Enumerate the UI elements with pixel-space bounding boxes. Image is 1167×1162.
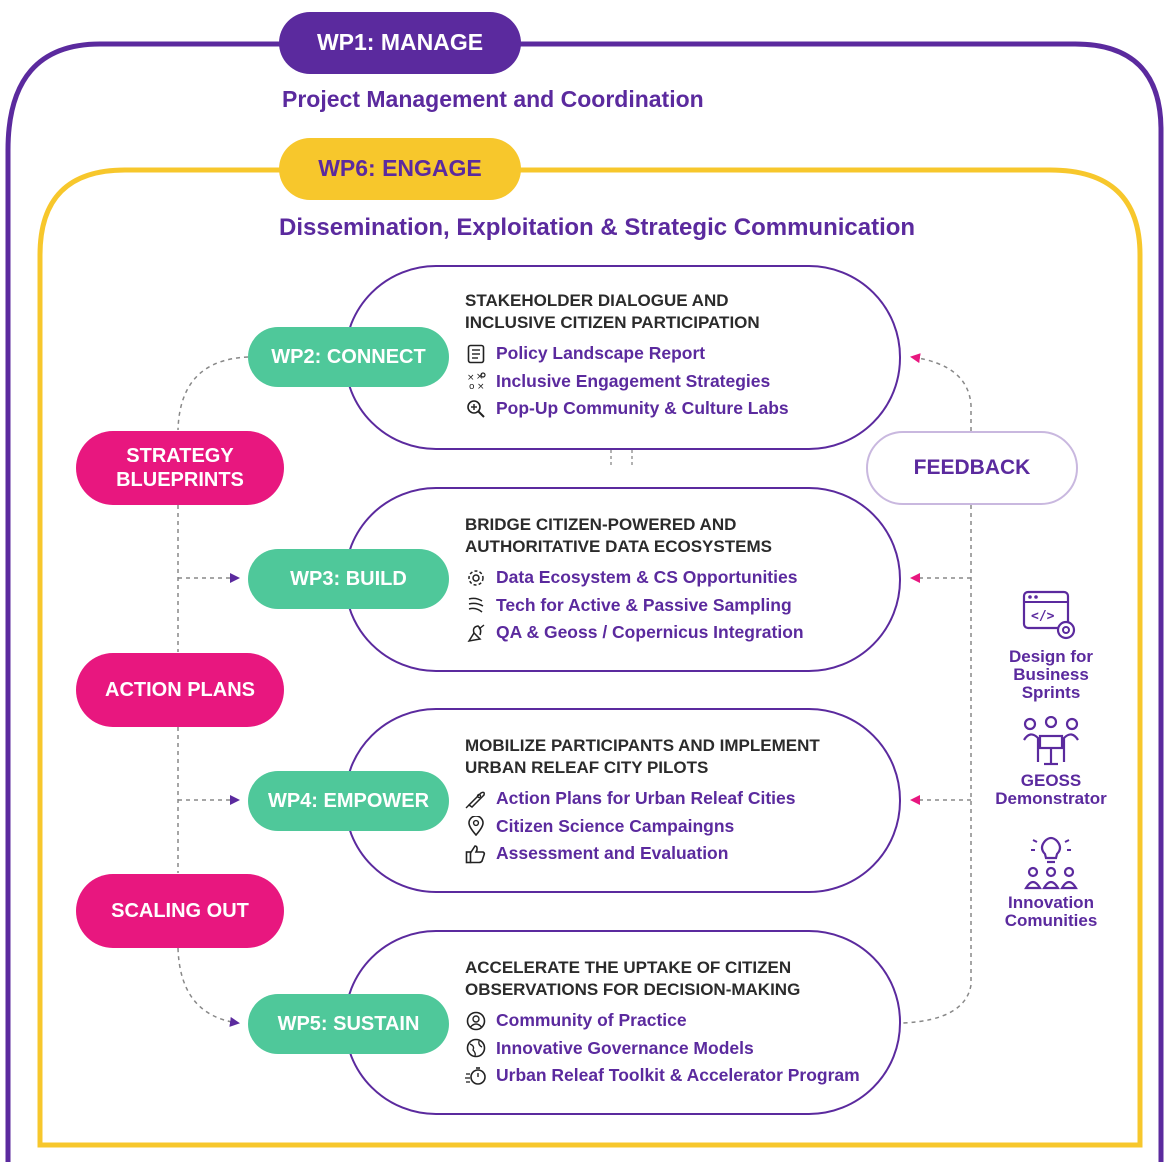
box-connectors — [610, 450, 633, 468]
wp5-content: ACCELERATE THE UPTAKE OF CITIZEN OBSERVA… — [465, 957, 905, 1090]
wp4-item-3-label: Assessment and Evaluation — [496, 843, 729, 864]
side-item-design-line3: Sprints — [1021, 683, 1081, 702]
wp3-content: BRIDGE CITIZEN-POWERED AND AUTHORITATIVE… — [465, 514, 905, 647]
side-item-geoss: GEOSS Demonstrator — [976, 716, 1126, 808]
wp3-heading-line2: AUTHORITATIVE DATA ECOSYSTEMS — [465, 537, 772, 556]
wp4-item-1-label: Action Plans for Urban Releaf Cities — [496, 788, 796, 809]
strategy-icon: ××o× — [465, 370, 487, 392]
wp2-heading: STAKEHOLDER DIALOGUE AND INCLUSIVE CITIZ… — [465, 290, 905, 334]
code-gear-icon: </> — [976, 590, 1126, 644]
wp6-frame — [37, 167, 1143, 1148]
wp6-title: Dissemination, Exploitation & Strategic … — [279, 214, 916, 241]
strategy-blueprints-line2: BLUEPRINTS — [116, 469, 244, 491]
wp2-item-1: Policy Landscape Report — [465, 340, 905, 368]
wp2-item-3: Pop-Up Community & Culture Labs — [465, 395, 905, 423]
wp3-item-2: Tech for Active & Passive Sampling — [465, 592, 905, 620]
action-plans-label: ACTION PLANS — [105, 679, 255, 701]
side-item-innovation-line1: Innovation — [1008, 893, 1094, 912]
side-item-innovation: Innovation Comunities — [976, 834, 1126, 930]
stopwatch-icon — [465, 1065, 487, 1087]
side-item-geoss-line2: Demonstrator — [995, 789, 1107, 808]
side-item-design-sprints-label: Design for Business Sprints — [976, 648, 1126, 702]
svg-text:×: × — [467, 373, 475, 383]
idea-team-icon — [976, 834, 1126, 890]
wp2-pill: WP2: CONNECT — [248, 327, 449, 387]
wp3-heading: BRIDGE CITIZEN-POWERED AND AUTHORITATIVE… — [465, 514, 905, 558]
side-item-design-line1: Design for — [1008, 647, 1094, 666]
wp4-item-2-label: Citizen Science Campaingns — [496, 815, 735, 836]
meeting-icon — [976, 716, 1126, 768]
wp5-item-2: Innovative Governance Models — [465, 1035, 905, 1063]
side-item-geoss-line1: GEOSS — [1020, 771, 1082, 790]
community-icon — [465, 1010, 487, 1032]
wp2-item-2-label: Inclusive Engagement Strategies — [496, 370, 771, 391]
wp5-heading-line2: OBSERVATIONS FOR DECISION-MAKING — [465, 980, 801, 999]
side-item-design-line2: Business — [1013, 665, 1089, 684]
side-item-design-sprints: </> Design for Business Sprints — [976, 590, 1126, 702]
wp4-item-2: Citizen Science Campaingns — [465, 813, 905, 841]
wp4-pill: WP4: EMPOWER — [248, 771, 449, 831]
wp5-item-1: Community of Practice — [465, 1007, 905, 1035]
wp4-content: MOBILIZE PARTICIPANTS AND IMPLEMENT URBA… — [465, 735, 905, 868]
svg-text:×: × — [476, 372, 484, 382]
wp5-item-3-label: Urban Releaf Toolkit & Accelerator Progr… — [496, 1065, 860, 1086]
wp5-heading-line1: ACCELERATE THE UPTAKE OF CITIZEN — [465, 958, 792, 977]
globe-icon — [465, 1037, 487, 1059]
wp3-item-3: QA & Geoss / Copernicus Integration — [465, 619, 905, 647]
wp3-item-1: Data Ecosystem & CS Opportunities — [465, 564, 905, 592]
wp1-title: Project Management and Coordination — [282, 86, 704, 112]
side-item-geoss-label: GEOSS Demonstrator — [976, 772, 1126, 808]
wp5-heading: ACCELERATE THE UPTAKE OF CITIZEN OBSERVA… — [465, 957, 905, 1001]
wp2-heading-line1: STAKEHOLDER DIALOGUE AND — [465, 291, 729, 310]
wp4-item-1: Action Plans for Urban Releaf Cities — [465, 785, 905, 813]
side-item-innovation-label: Innovation Comunities — [976, 894, 1126, 930]
svg-text:</>: </> — [1031, 609, 1055, 624]
scaling-out-pill: SCALING OUT — [76, 874, 284, 948]
action-plans-pill: ACTION PLANS — [76, 653, 284, 727]
wp5-item-1-label: Community of Practice — [496, 1010, 687, 1031]
wp3-item-1-label: Data Ecosystem & CS Opportunities — [496, 567, 798, 588]
wp3-heading-line1: BRIDGE CITIZEN-POWERED AND — [465, 515, 737, 534]
location-pin-icon — [465, 815, 487, 837]
satellite-icon — [465, 622, 487, 644]
wp4-heading-line1: MOBILIZE PARTICIPANTS AND IMPLEMENT — [465, 736, 820, 755]
wp3-pill: WP3: BUILD — [248, 549, 449, 609]
zoom-icon — [465, 398, 487, 420]
left-flow — [177, 356, 249, 1027]
feedback-pill: FEEDBACK — [866, 431, 1078, 505]
wp5-item-2-label: Innovative Governance Models — [496, 1037, 754, 1058]
wp1-pill: WP1: MANAGE — [279, 12, 521, 74]
wp2-item-1-label: Policy Landscape Report — [496, 343, 706, 364]
wp3-item-2-label: Tech for Active & Passive Sampling — [496, 594, 792, 615]
rocket-icon — [465, 788, 487, 810]
wp2-heading-line2: INCLUSIVE CITIZEN PARTICIPATION — [465, 313, 760, 332]
wp2-content: STAKEHOLDER DIALOGUE AND INCLUSIVE CITIZ… — [465, 290, 905, 423]
wp4-item-3: Assessment and Evaluation — [465, 840, 905, 868]
sensor-icon — [465, 594, 487, 616]
wp4-heading-line2: URBAN RELEAF CITY PILOTS — [465, 758, 709, 777]
gear-icon — [465, 567, 487, 589]
wp1-frame — [5, 41, 1164, 1162]
svg-text:×: × — [477, 382, 485, 391]
right-flow — [902, 353, 972, 1024]
svg-text:o: o — [469, 382, 475, 391]
wp5-item-3: Urban Releaf Toolkit & Accelerator Progr… — [465, 1062, 905, 1090]
wp2-item-3-label: Pop-Up Community & Culture Labs — [496, 398, 789, 419]
wp5-pill: WP5: SUSTAIN — [248, 994, 449, 1054]
wp4-heading: MOBILIZE PARTICIPANTS AND IMPLEMENT URBA… — [465, 735, 905, 779]
scaling-out-label: SCALING OUT — [111, 900, 249, 922]
wp2-item-2: ××o× Inclusive Engagement Strategies — [465, 368, 905, 396]
report-icon — [465, 343, 487, 365]
side-item-innovation-line2: Comunities — [1004, 911, 1098, 930]
strategy-blueprints-line1: STRATEGY — [126, 445, 234, 467]
wp3-item-3-label: QA & Geoss / Copernicus Integration — [496, 622, 804, 643]
thumbs-up-icon — [465, 843, 487, 865]
wp6-pill: WP6: ENGAGE — [279, 138, 521, 200]
